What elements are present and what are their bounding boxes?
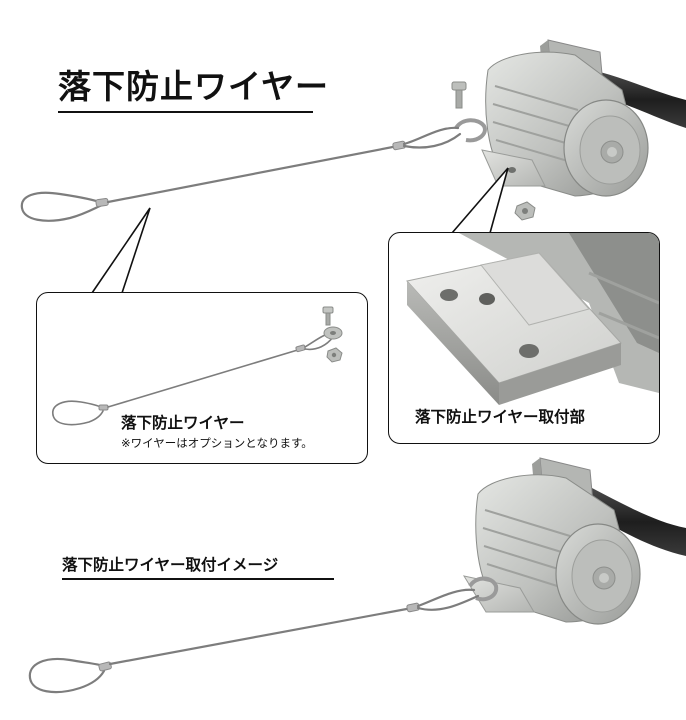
top-motor bbox=[451, 39, 686, 221]
top-nut bbox=[514, 201, 536, 221]
top-bolt bbox=[451, 81, 467, 109]
callout-wire-illustration bbox=[52, 306, 343, 426]
page-title: 落下防止ワイヤー bbox=[58, 67, 330, 106]
callout-washer bbox=[323, 326, 343, 340]
callout-wire-detail: 落下防止ワイヤー ※ワイヤーはオプションとなります。 bbox=[36, 292, 368, 464]
install-image-underline bbox=[62, 578, 334, 580]
top-wire bbox=[20, 126, 462, 222]
callout-bolt bbox=[322, 306, 334, 326]
bottom-wire bbox=[28, 588, 480, 694]
callout-mount-detail: 落下防止ワイヤー取付部 bbox=[388, 232, 660, 444]
callout-nut bbox=[326, 347, 343, 363]
bottom-motor bbox=[462, 457, 686, 625]
callout-mount-label: 落下防止ワイヤー取付部 bbox=[415, 408, 586, 426]
top-motor-cable bbox=[598, 72, 686, 128]
callout-wire-label: 落下防止ワイヤー bbox=[121, 414, 245, 432]
callout-right-pointer bbox=[451, 167, 509, 234]
callout-wire-note: ※ワイヤーはオプションとなります。 bbox=[121, 436, 313, 450]
install-image-title: 落下防止ワイヤー取付イメージ bbox=[62, 556, 279, 574]
mount-hole-3 bbox=[519, 344, 539, 358]
mount-closeup-illustration bbox=[406, 233, 659, 405]
callout-left-pointer bbox=[91, 207, 151, 294]
title-underline bbox=[58, 111, 313, 113]
mount-hole-2 bbox=[479, 293, 495, 305]
mount-hole-1 bbox=[440, 289, 458, 301]
